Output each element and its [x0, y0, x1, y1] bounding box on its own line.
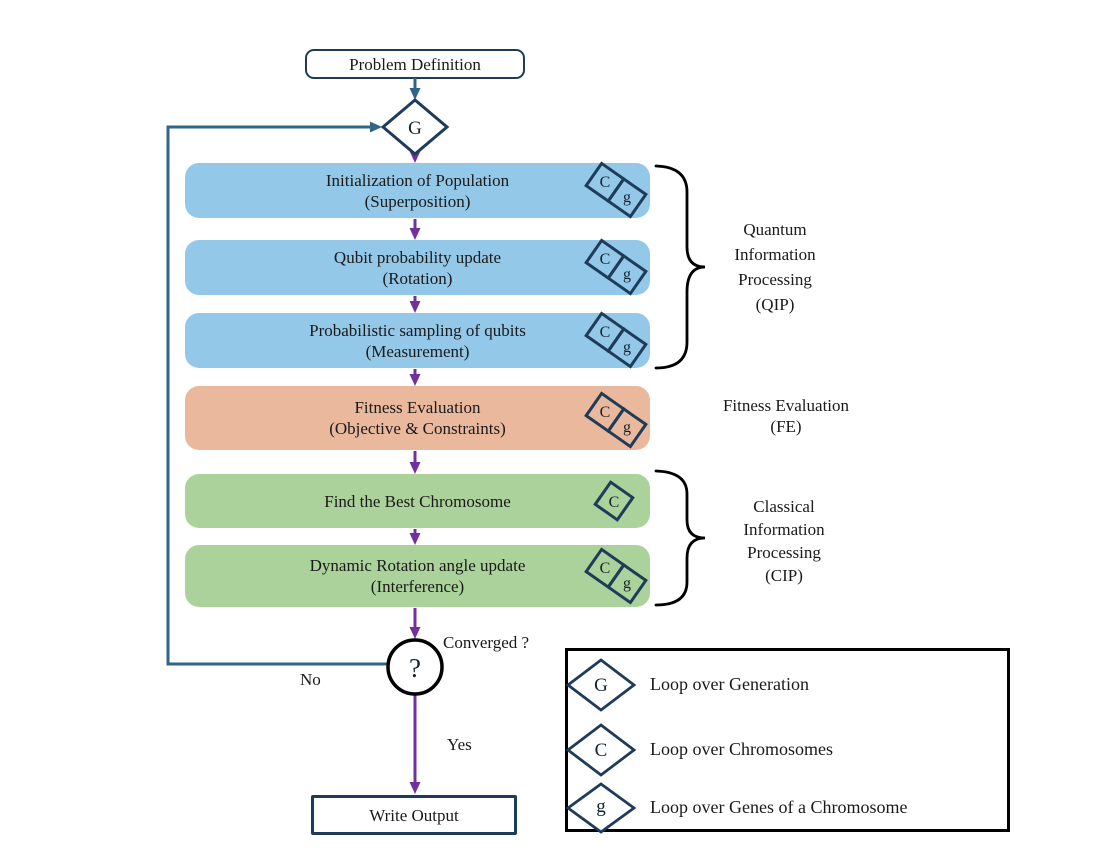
problem-definition-label: Problem Definition — [349, 54, 481, 74]
no-branch-label: No — [300, 670, 321, 689]
step-best-chromosome-line1: Find the Best Chromosome — [324, 491, 511, 511]
qip-line1: Quantum — [743, 220, 807, 239]
step-qubit-update-line2: (Rotation) — [382, 268, 453, 288]
step-sampling-line1: Probabilistic sampling of qubits — [309, 320, 526, 340]
qip-line3: Processing — [738, 270, 812, 289]
cip-line4: (CIP) — [765, 566, 803, 585]
step-qubit-update-line1: Qubit probability update — [333, 247, 502, 267]
step-sampling-box: Probabilistic sampling of qubits (Measur… — [185, 313, 650, 368]
cip-annotation: Classical Information Processing (CIP) — [708, 495, 860, 587]
problem-definition-box: Problem Definition — [305, 49, 525, 79]
fe-annotation: Fitness Evaluation (FE) — [706, 395, 866, 437]
yes-branch-label: Yes — [447, 735, 472, 754]
qip-line2: Information — [734, 245, 816, 264]
loop-motif-letters: C g C g C g C g C C g — [600, 174, 631, 592]
step-qubit-update-box: Qubit probability update (Rotation) — [185, 240, 650, 295]
legend-item-label-chromosomes: Loop over Chromosomes — [650, 739, 833, 759]
step-initialization-line2: (Superposition) — [364, 191, 471, 211]
legend-item-label-generation: Loop over Generation — [650, 674, 809, 694]
step-rotation-angle-line2: (Interference) — [370, 577, 465, 596]
cip-line3: Processing — [747, 543, 821, 562]
write-output-label: Write Output — [369, 805, 459, 825]
step-rotation-angle-line1: Dynamic Rotation angle update — [309, 556, 526, 575]
step-fitness-line2: (Objective & Constraints) — [329, 419, 506, 438]
generation-loop-symbol: G — [408, 118, 422, 139]
cip-line2: Information — [743, 520, 825, 539]
step-initialization-box: Initialization of Population (Superposit… — [185, 163, 650, 218]
converged-decision-symbol: ? — [409, 653, 421, 683]
loop-motifs — [584, 161, 648, 605]
write-output-box: Write Output — [311, 795, 517, 835]
fe-line2: (FE) — [770, 417, 802, 436]
legend-item-label-genes: Loop over Genes of a Chromosome — [650, 797, 908, 817]
step-sampling-line2: (Measurement) — [365, 341, 470, 361]
qip-line4: (QIP) — [755, 295, 795, 314]
step-initialization-line1: Initialization of Population — [325, 170, 510, 190]
step-rotation-angle-box: Dynamic Rotation angle update (Interfere… — [185, 545, 650, 607]
qip-annotation: Quantum Information Processing (QIP) — [695, 217, 855, 317]
converged-decision-circle — [386, 638, 444, 696]
cip-brace — [654, 469, 706, 607]
cip-line1: Classical — [753, 497, 815, 516]
step-fitness-line1: Fitness Evaluation — [354, 398, 481, 417]
generation-loop-diamond — [380, 98, 450, 156]
step-fitness-box: Fitness Evaluation (Objective & Constrai… — [185, 386, 650, 450]
converged-question-label: Converged ? — [443, 633, 530, 652]
step-best-chromosome-box: Find the Best Chromosome — [185, 474, 650, 528]
fe-line1: Fitness Evaluation — [722, 396, 850, 415]
